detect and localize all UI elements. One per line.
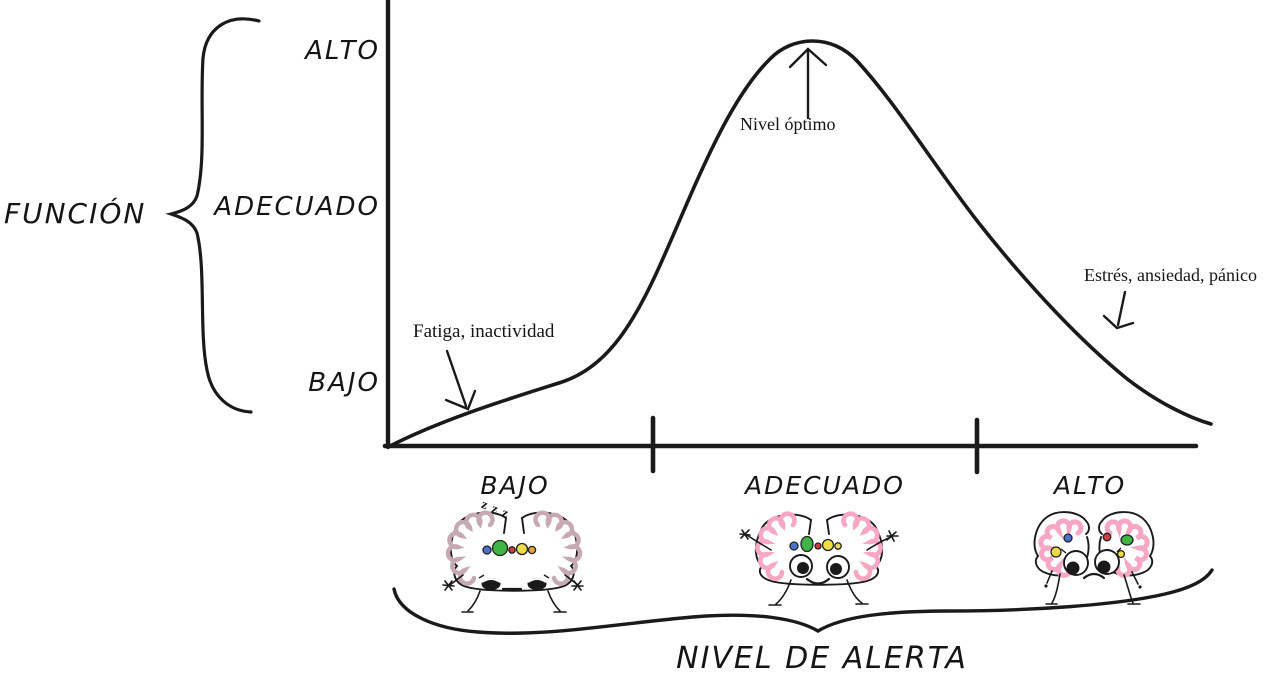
fatigue-annotation: Fatiga, inactividad	[413, 321, 555, 342]
worried-eyes	[1060, 547, 1122, 576]
y-axis-title: FUNCIÓN	[4, 197, 147, 230]
neurotransmitter-dots	[1050, 532, 1134, 559]
limbs	[442, 574, 584, 613]
y-axis-label-alto: ALTO	[305, 36, 380, 66]
stress-annotation: Estrés, ansiedad, pánico	[1084, 265, 1257, 285]
brain-outline	[754, 513, 884, 586]
x-axis-label-adecuado: ADECUADO	[745, 471, 905, 500]
alert-brace	[392, 568, 1214, 635]
brain-right-lobe-hook	[1098, 520, 1103, 535]
brain-squiggle	[1038, 518, 1084, 578]
frown-mouth	[1082, 572, 1106, 580]
fatigue-arrow	[444, 349, 477, 411]
closed-eyes	[478, 574, 550, 590]
brain-high-alert-illustration	[1033, 511, 1155, 605]
performance-curve	[388, 39, 1213, 448]
function-brace	[165, 17, 261, 414]
y-axis-label-adecuado: ADECUADO	[214, 192, 380, 222]
brain-top-notch	[503, 517, 525, 534]
brain-low-alert-illustration	[442, 510, 584, 613]
optimal-level-arrow	[788, 47, 828, 120]
open-eyes	[789, 554, 850, 579]
brain-top-notch	[808, 519, 830, 535]
axes	[382, 0, 1199, 475]
limbs	[1044, 570, 1142, 605]
stress-arrow	[1102, 290, 1135, 330]
y-axis-label-bajo: BAJO	[308, 368, 380, 398]
x-axis-label-bajo: BAJO	[480, 471, 550, 500]
annotation-arrows	[444, 47, 1135, 411]
limbs	[739, 529, 899, 606]
brain-left-lobe-hook	[1085, 520, 1090, 535]
x-axis-label-alto: ALTO	[1053, 471, 1127, 500]
neurotransmitter-dots	[482, 539, 537, 557]
brain-squiggle	[755, 511, 797, 581]
optimal-level-annotation: Nivel óptimo	[740, 114, 836, 134]
smile-mouth	[805, 577, 831, 585]
brain-squiggle	[445, 510, 495, 586]
brain-adequate-alert-illustration	[739, 511, 899, 606]
x-axis-title: NIVEL DE ALERTA	[676, 641, 968, 676]
neurotransmitter-dots	[789, 535, 842, 553]
